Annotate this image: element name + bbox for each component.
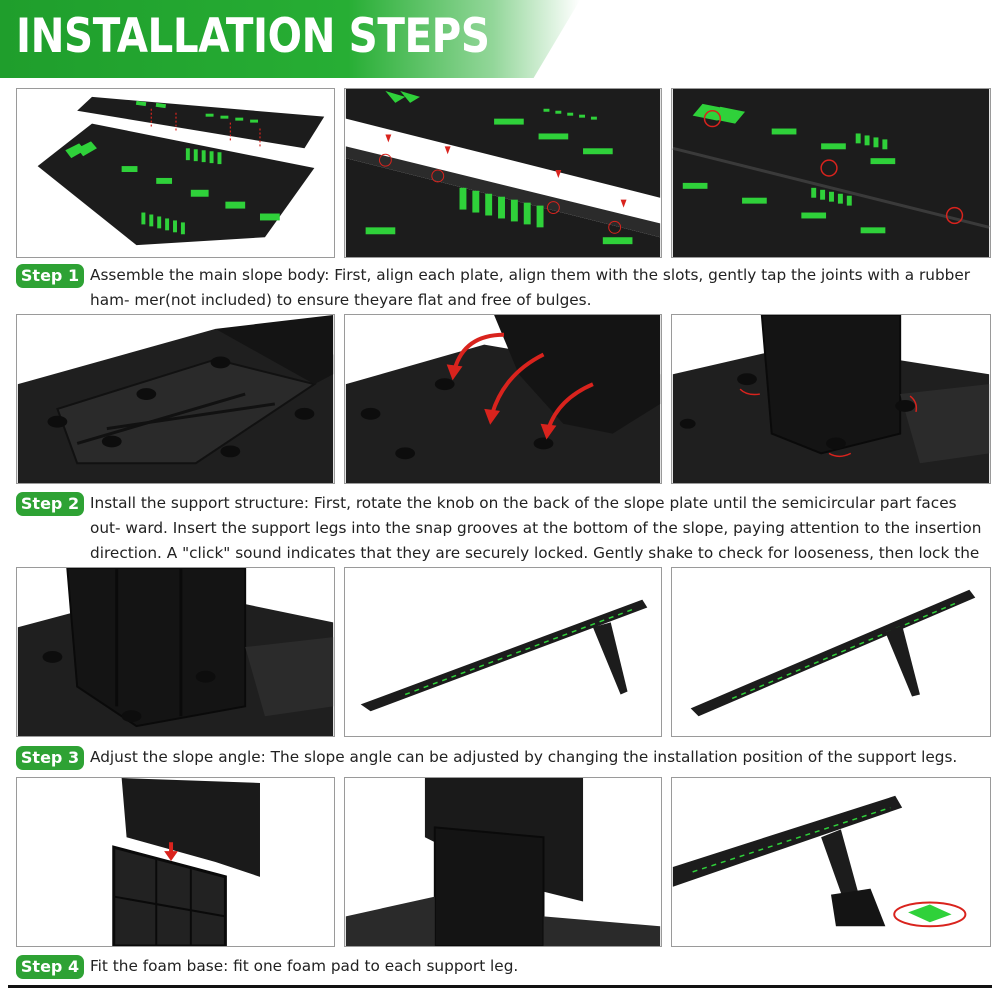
step-2-badge: Step 2 xyxy=(16,492,84,516)
step-3: Step 3 Adjust the slope angle: The slope… xyxy=(16,745,992,771)
step-1: Step 1 Assemble the main slope body: Fir… xyxy=(16,263,992,311)
ramp-icon xyxy=(360,599,648,712)
foam-pad-icon xyxy=(112,778,260,946)
step-2-text: Install the support structure: First, ro… xyxy=(90,494,982,587)
bottom-divider xyxy=(8,985,992,988)
step1-plates-exploded xyxy=(16,88,335,258)
step3-leg-close-up xyxy=(16,567,335,737)
step3-ramp-angle-b xyxy=(671,567,991,737)
lock-icon xyxy=(672,315,990,483)
step2-knob-underside xyxy=(16,314,335,484)
page-title: INSTALLATION STEPS xyxy=(16,9,490,64)
step-1-text: Assemble the main slope body: First, ali… xyxy=(90,266,971,309)
ramp-icon xyxy=(690,589,976,717)
title-banner xyxy=(0,0,580,78)
foam-pad-icon xyxy=(345,778,661,946)
step-3-text: Adjust the slope angle: The slope angle … xyxy=(90,748,958,766)
step1-slot-alignment xyxy=(344,88,662,258)
step-4-text: Fit the foam base: fit one foam pad to e… xyxy=(90,957,519,975)
step-2: Step 2 Install the support structure: Fi… xyxy=(16,491,992,587)
step2-legs-locked xyxy=(671,314,991,484)
step4-foam-pad xyxy=(16,777,335,947)
step3-ramp-angle-a xyxy=(344,567,662,737)
ramp-icon xyxy=(672,795,967,928)
step2-insert-legs xyxy=(344,314,662,484)
screw-icon xyxy=(672,89,990,257)
support-leg-icon xyxy=(17,568,334,736)
knob-icon xyxy=(17,315,334,483)
step4-foam-fitted xyxy=(344,777,662,947)
step-1-badge: Step 1 xyxy=(16,264,84,288)
step1-screws xyxy=(671,88,991,258)
step-4-badge: Step 4 xyxy=(16,955,84,979)
step4-ramp-with-foam xyxy=(671,777,991,947)
step-3-badge: Step 3 xyxy=(16,746,84,770)
slot-alignment-icon xyxy=(345,89,661,257)
slope-plates-icon xyxy=(37,96,325,246)
rotate-arrow-icon xyxy=(345,315,661,483)
step-4: Step 4 Fit the foam base: fit one foam p… xyxy=(16,955,992,981)
